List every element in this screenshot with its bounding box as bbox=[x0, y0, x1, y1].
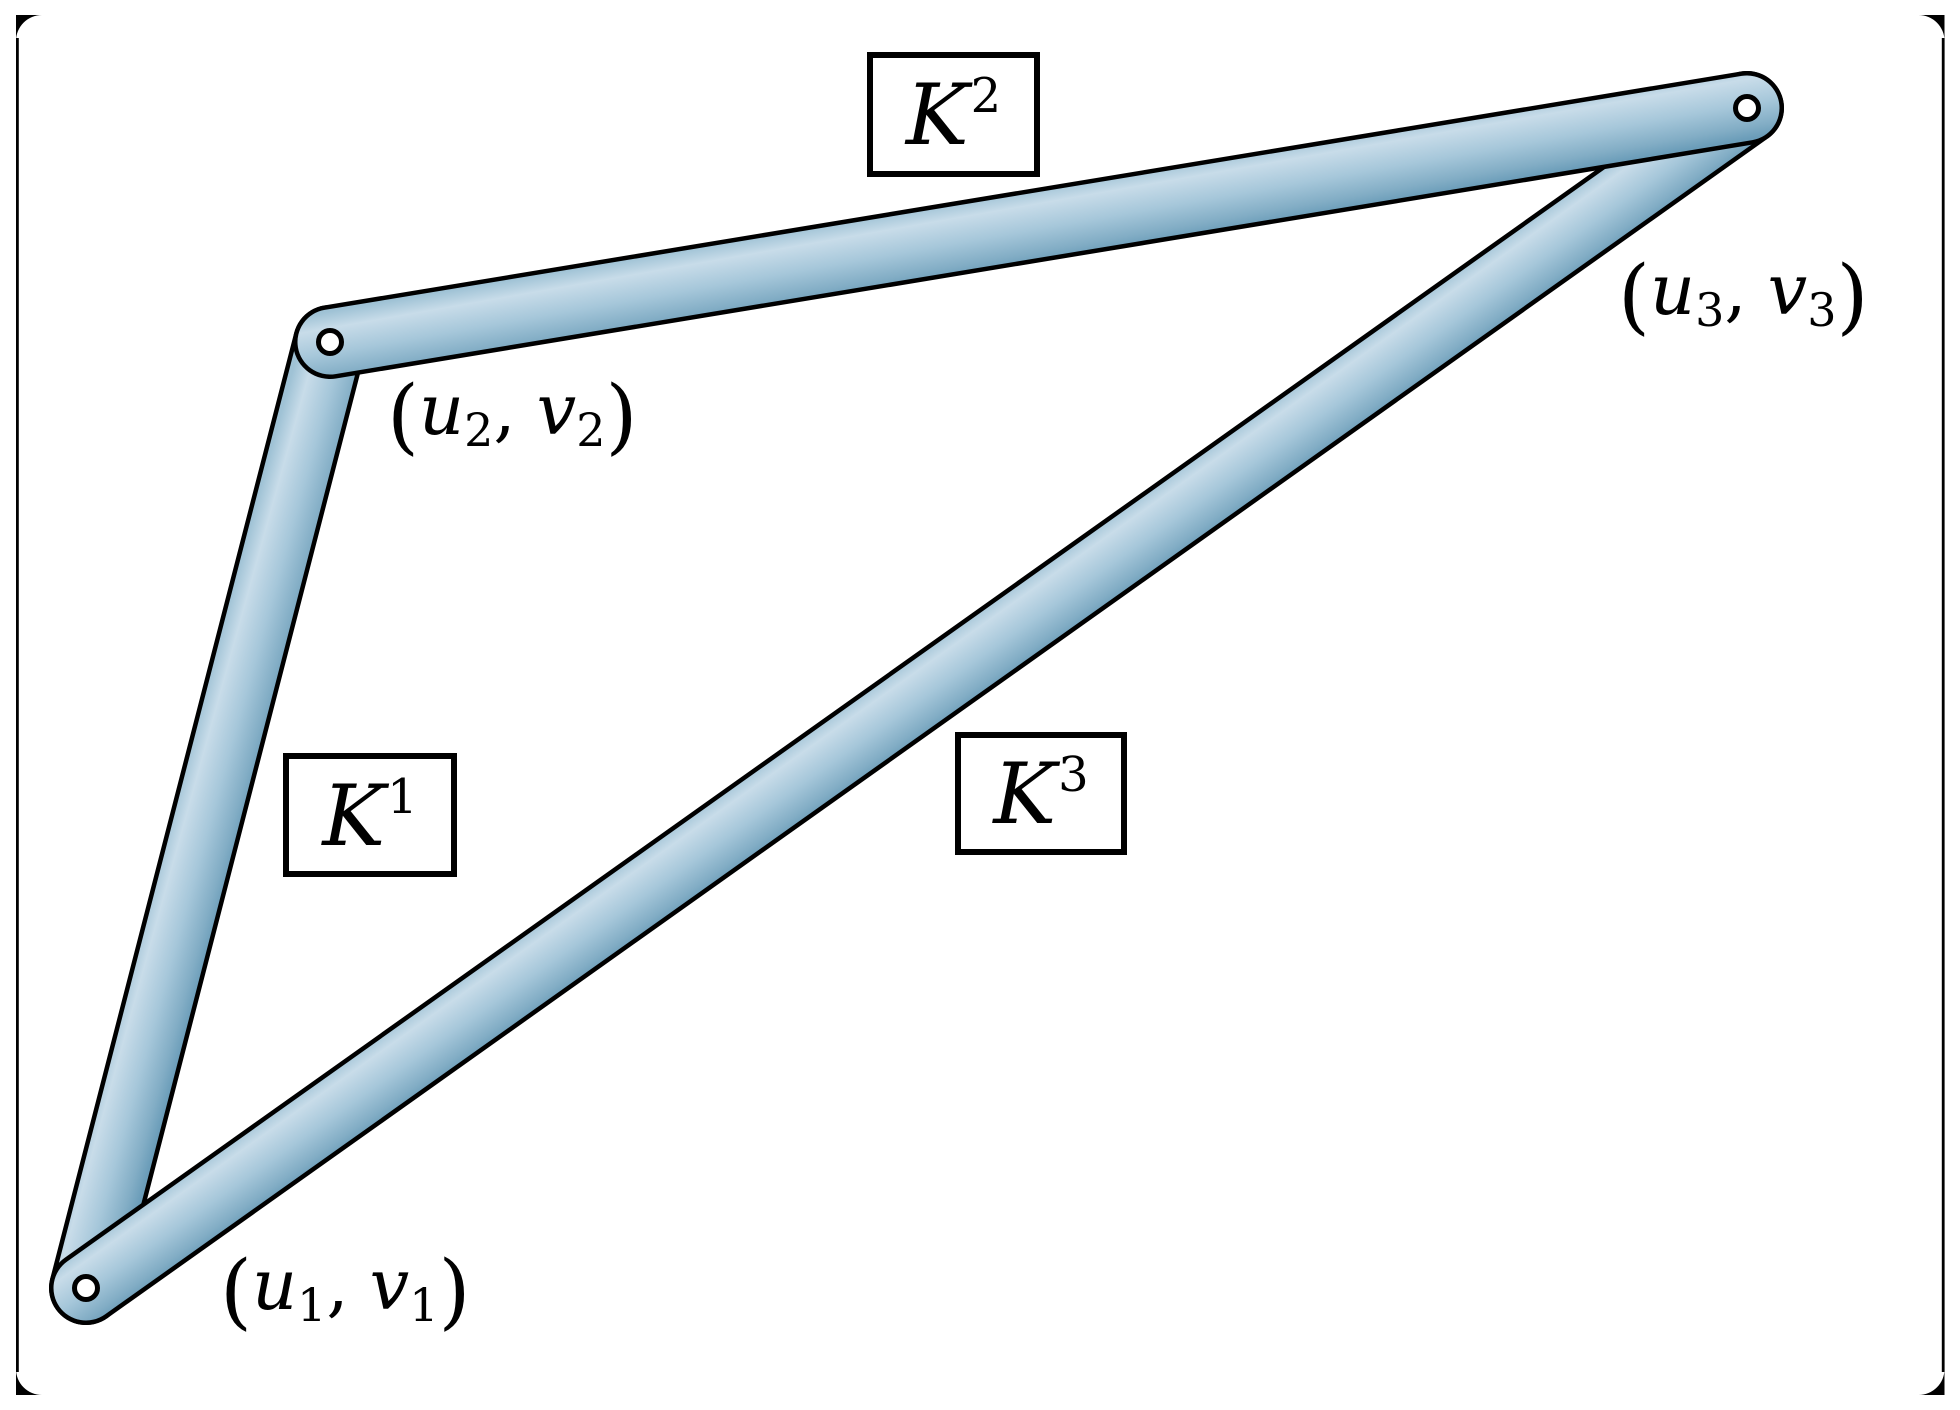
frame-corner-top-left bbox=[16, 15, 42, 41]
member-k1-bar bbox=[49, 305, 367, 1325]
node3-coordinate-label: (u3,v3) bbox=[1618, 249, 1869, 344]
member-k2-label: K2 bbox=[905, 66, 1002, 164]
frame-corner-top-right bbox=[1918, 15, 1945, 41]
frame-marks bbox=[15, 15, 1945, 1395]
frame-corner-bottom-left bbox=[16, 1369, 42, 1395]
node1-coordinate-label: (u1,v1) bbox=[220, 1244, 471, 1339]
member-k1-fill bbox=[53, 309, 363, 1321]
pin-node1 bbox=[72, 1274, 100, 1302]
pin-node3 bbox=[1733, 94, 1761, 122]
member-k3-label-box: K3 bbox=[955, 732, 1127, 855]
member-k3-bar bbox=[49, 71, 1784, 1325]
node2-coordinate-label: (u2,v2) bbox=[387, 369, 638, 464]
member-k2-fill bbox=[297, 75, 1780, 375]
frame-corner-bottom-right bbox=[1918, 1369, 1945, 1395]
pin-node2 bbox=[316, 328, 344, 356]
member-k1-label: K1 bbox=[322, 766, 418, 865]
member-k3-fill bbox=[53, 75, 1780, 1321]
member-k1-label-box: K1 bbox=[283, 753, 457, 877]
member-k2-bar bbox=[293, 71, 1784, 379]
member-k2-label-box: K2 bbox=[867, 52, 1040, 177]
member-k3-label: K3 bbox=[993, 745, 1089, 843]
